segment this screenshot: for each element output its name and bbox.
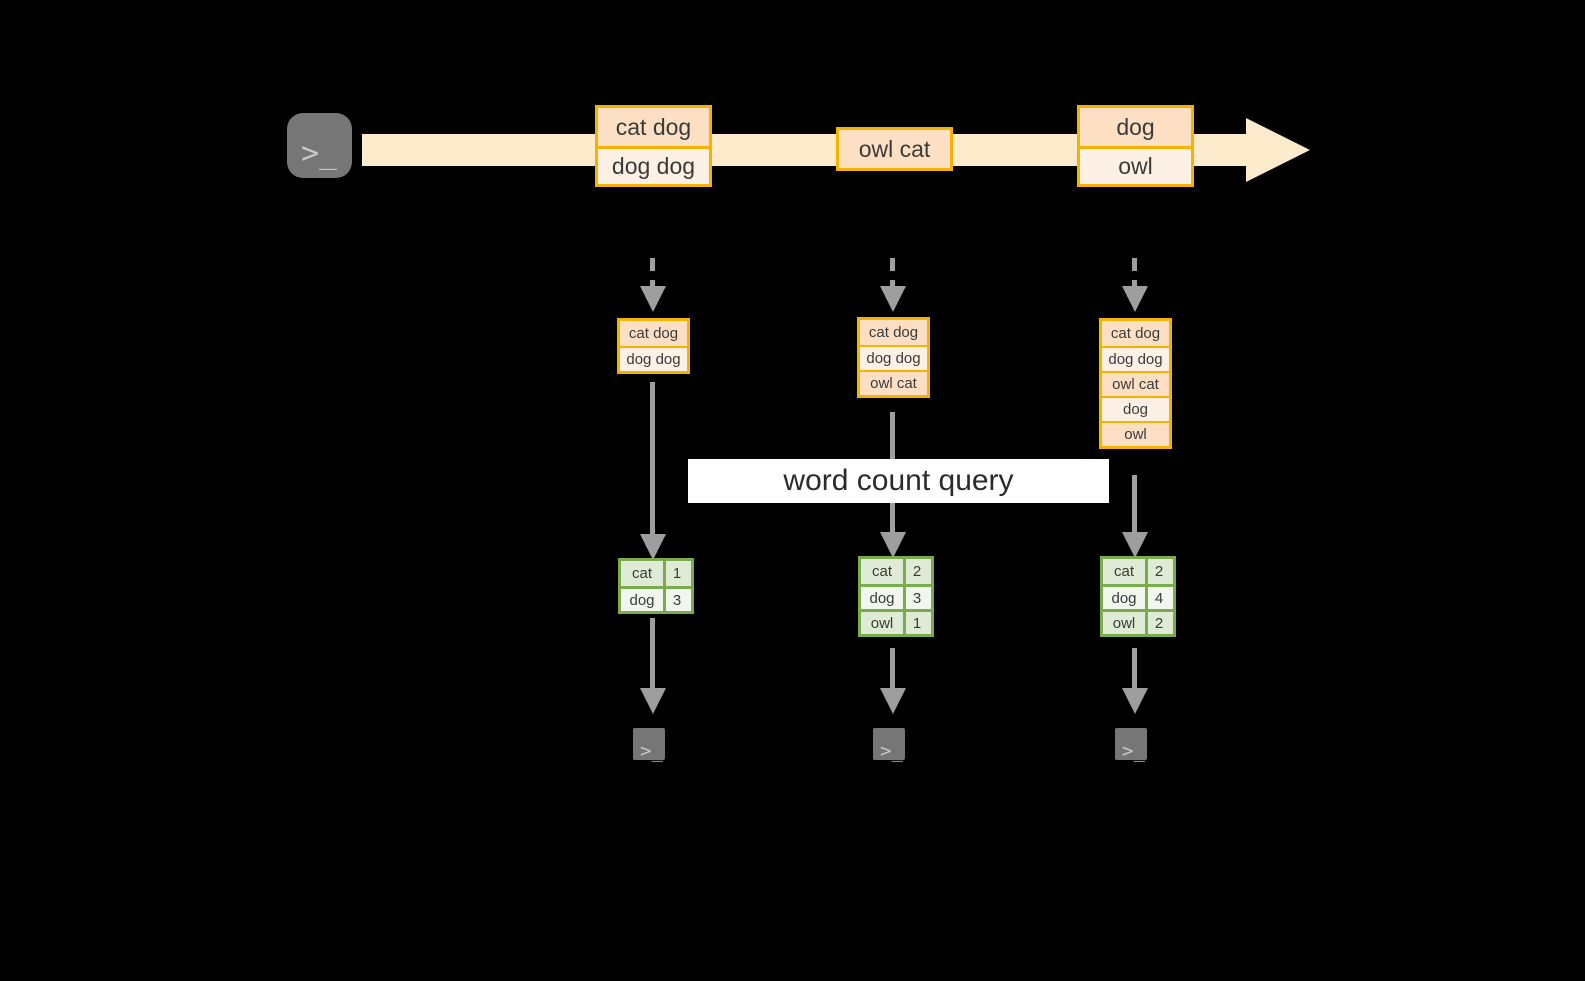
sink-connector-arrowhead-icon: [880, 688, 906, 714]
query-connector-arrowhead-icon: [640, 534, 666, 560]
stream-event-line: dog: [1080, 108, 1191, 146]
accumulated-events-box[interactable]: cat dog dog dog owl cat: [857, 317, 930, 398]
accumulated-event-line: cat dog: [860, 320, 927, 345]
sink-connector: [890, 648, 895, 688]
accumulated-event-line: dog dog: [620, 346, 687, 371]
stream-tap-connector: [890, 258, 895, 286]
stream-tap-connector: [1132, 258, 1137, 286]
result-word: owl: [870, 614, 894, 632]
result-count: 2: [903, 559, 928, 584]
accumulated-event-line: dog: [1102, 396, 1169, 421]
stream-event-line: cat dog: [598, 108, 709, 146]
table-row: cat 2: [861, 559, 931, 584]
stream-event-group[interactable]: cat dog dog dog: [595, 105, 712, 187]
stream-event-line: dog dog: [598, 146, 709, 184]
sink-terminal-icon: >_: [1105, 718, 1157, 770]
result-count: 4: [1145, 587, 1170, 609]
query-connector: [1132, 475, 1137, 532]
result-count: 1: [903, 612, 928, 634]
stream-tap-connector-arrowhead-icon: [1122, 286, 1148, 312]
stream-event-line: owl cat: [839, 130, 950, 168]
query-connector: [650, 382, 655, 534]
stream-event-group[interactable]: owl cat: [836, 127, 953, 171]
stream-event-line: owl: [1080, 146, 1191, 184]
word-count-result-table[interactable]: cat 2 dog 4 owl 2: [1100, 556, 1176, 637]
query-connector-arrowhead-icon: [1122, 532, 1148, 558]
result-count: 3: [663, 589, 688, 611]
result-word: dog: [1111, 589, 1137, 607]
terminal-prompt-glyph: >_: [301, 136, 338, 171]
sink-connector: [1132, 648, 1137, 688]
stream-event-group[interactable]: dog owl: [1077, 105, 1194, 187]
table-row: dog 4: [1103, 584, 1173, 609]
accumulated-event-line: owl cat: [860, 370, 927, 395]
result-word: cat: [871, 563, 892, 580]
accumulated-event-line: cat dog: [1102, 321, 1169, 346]
result-count: 2: [1145, 612, 1170, 634]
stream-tap-connector: [650, 258, 655, 286]
sink-terminal-icon: >_: [863, 718, 915, 770]
sink-connector-arrowhead-icon: [640, 688, 666, 714]
table-row: owl 2: [1103, 609, 1173, 634]
sink-connector: [650, 618, 655, 688]
accumulated-event-line: owl: [1102, 421, 1169, 446]
accumulated-events-box[interactable]: cat dog dog dog: [617, 318, 690, 374]
accumulated-events-box[interactable]: cat dog dog dog owl cat dog owl: [1099, 318, 1172, 449]
result-word: cat: [631, 565, 652, 582]
result-word: dog: [869, 589, 895, 607]
sink-connector-arrowhead-icon: [1122, 688, 1148, 714]
result-word: cat: [1113, 563, 1134, 580]
terminal-prompt-glyph: >_: [880, 740, 903, 762]
result-count: 1: [663, 561, 688, 586]
result-word: owl: [1112, 614, 1136, 632]
query-connector-arrowhead-icon: [880, 532, 906, 558]
word-count-result-table[interactable]: cat 1 dog 3: [618, 558, 694, 614]
result-count: 3: [903, 587, 928, 609]
terminal-prompt-glyph: >_: [640, 740, 663, 762]
source-terminal-icon: >_: [277, 103, 362, 188]
terminal-prompt-glyph: >_: [1122, 740, 1145, 762]
stream-tap-connector-arrowhead-icon: [880, 286, 906, 312]
accumulated-event-line: dog dog: [860, 345, 927, 370]
accumulated-event-line: dog dog: [1102, 346, 1169, 371]
stream-arrowhead-icon: [1246, 118, 1310, 182]
accumulated-event-line: cat dog: [620, 321, 687, 346]
table-row: owl 1: [861, 609, 931, 634]
table-row: cat 1: [621, 561, 691, 586]
result-word: dog: [629, 591, 655, 609]
word-count-result-table[interactable]: cat 2 dog 3 owl 1: [858, 556, 934, 637]
query-label: word count query: [688, 459, 1109, 503]
accumulated-event-line: owl cat: [1102, 371, 1169, 396]
sink-terminal-icon: >_: [623, 718, 675, 770]
stream-tap-connector-arrowhead-icon: [640, 286, 666, 312]
table-row: cat 2: [1103, 559, 1173, 584]
table-row: dog 3: [621, 586, 691, 611]
result-count: 2: [1145, 559, 1170, 584]
table-row: dog 3: [861, 584, 931, 609]
